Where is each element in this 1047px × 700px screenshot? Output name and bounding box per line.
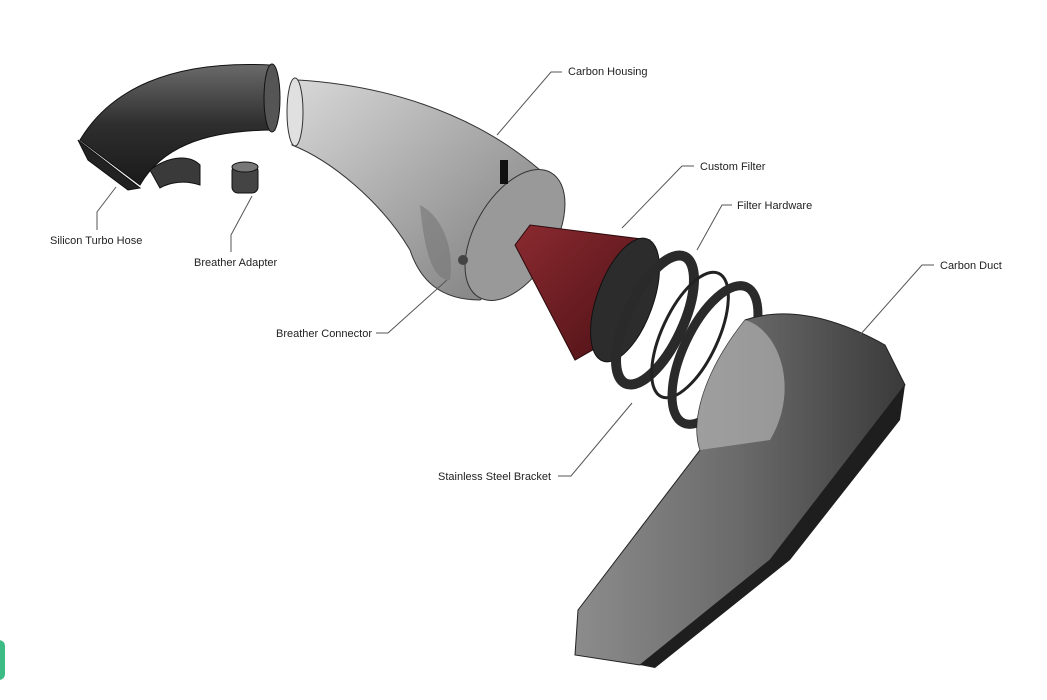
custom-filter-part <box>514 224 660 363</box>
leader-breather-connector <box>376 279 448 334</box>
label-silicon-turbo-hose: Silicon Turbo Hose <box>50 235 142 247</box>
leader-carbon-housing <box>496 71 562 136</box>
label-breather-adapter: Breather Adapter <box>194 257 278 269</box>
silicon-turbo-hose-part <box>77 63 281 191</box>
label-breather-connector: Breather Connector <box>276 328 372 340</box>
label-custom-filter: Custom Filter <box>700 161 766 173</box>
label-filter-hardware: Filter Hardware <box>737 200 812 212</box>
breather-adapter-part <box>231 161 259 194</box>
label-carbon-housing: Carbon Housing <box>568 66 648 78</box>
label-stainless-steel-bracket: Stainless Steel Bracket <box>438 471 551 483</box>
leader-breather-adapter <box>230 195 253 252</box>
label-carbon-duct: Carbon Duct <box>940 260 1002 272</box>
leader-stainless-steel-bracket <box>558 402 633 477</box>
carbon-duct-part <box>574 313 906 668</box>
leader-carbon-duct <box>859 264 934 336</box>
leader-silicon-turbo-hose <box>96 186 117 230</box>
side-tab-button[interactable] <box>0 640 5 680</box>
carbon-housing-part <box>286 77 566 301</box>
leader-filter-hardware <box>696 204 732 251</box>
leader-custom-filter <box>621 165 694 229</box>
